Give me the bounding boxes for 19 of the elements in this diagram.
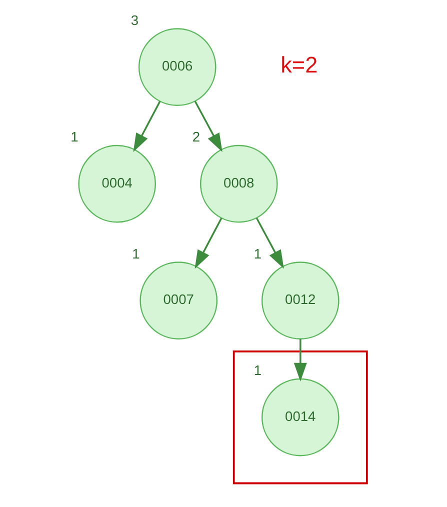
node-circle: 0006 [138, 28, 216, 106]
arrow [194, 100, 222, 152]
node-circle: 0014 [261, 378, 340, 456]
node-label: 2 [192, 130, 200, 145]
node-circle: 0004 [78, 144, 156, 223]
node-label: 1 [132, 246, 140, 262]
cluster [232, 350, 368, 484]
label: k=2 [280, 52, 318, 78]
node-label: 1 [254, 246, 262, 262]
arrow [256, 218, 284, 269]
node-label: 1 [254, 363, 262, 378]
node-label: 1 [70, 130, 78, 145]
node-label: 3 [130, 12, 139, 28]
arrow [294, 338, 307, 382]
node-circle: 0008 [200, 144, 278, 223]
node-circle: 0007 [140, 262, 218, 340]
node-circle: 0012 [261, 262, 340, 340]
arrow [194, 218, 222, 269]
arrow [133, 100, 161, 152]
